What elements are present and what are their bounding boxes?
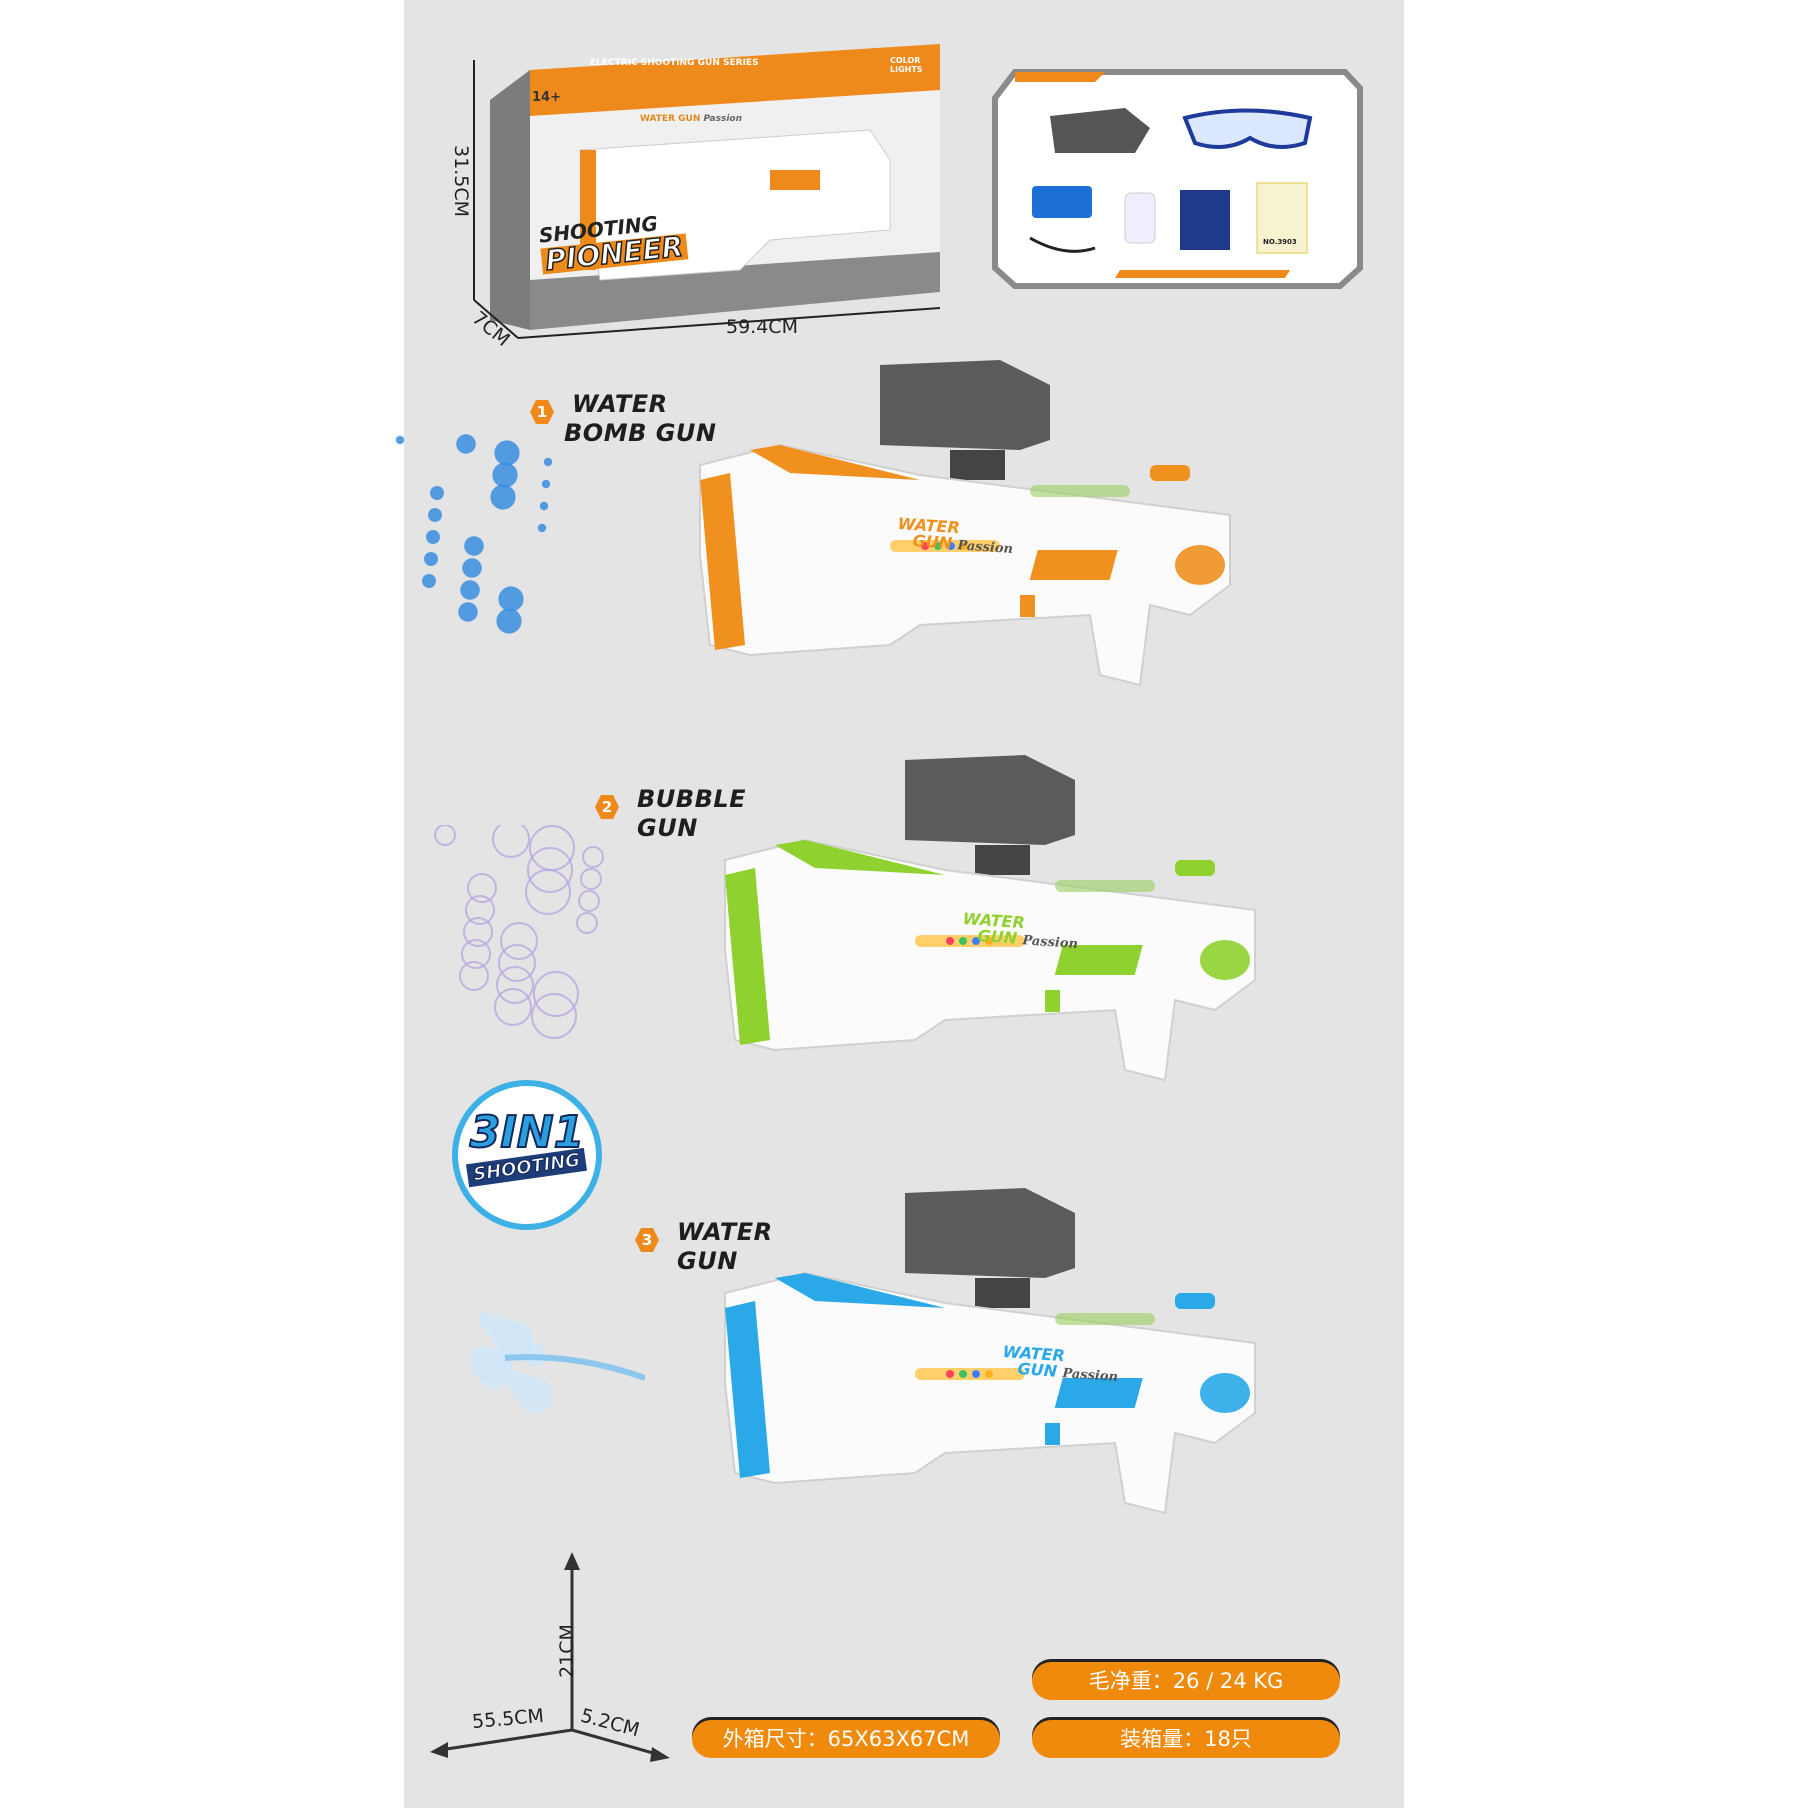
product-number-badge: 2 [595, 795, 619, 819]
three-in-one-badge: 3IN1 SHOOTING [452, 1080, 602, 1230]
carton-size-spec: 外箱尺寸：65X63X67CM [692, 1720, 1000, 1758]
gun-logo-script: Passion [1061, 1366, 1119, 1386]
box-gun-logo-script: Passion [703, 114, 742, 124]
goggles-icon [1182, 108, 1313, 149]
scope-tank [880, 360, 1050, 450]
box-height-dim: 31.5CM [449, 145, 472, 217]
gel-balls-pack-icon [1256, 182, 1308, 254]
gun-logo-line2: GUN [976, 926, 1018, 948]
box-width-dim: 59.4CM [726, 316, 798, 338]
gun-logo-script: Passion [956, 538, 1014, 558]
scope-tank [905, 1188, 1075, 1278]
height-dim: 21CM [555, 1624, 578, 1678]
product-label-line1: BUBBLE [637, 785, 747, 813]
product-label-line2: GUN [677, 1247, 738, 1275]
gun-logo-script: Passion [1021, 933, 1079, 953]
projectile-effect [395, 434, 553, 634]
usb-cable-icon [1029, 236, 1096, 253]
box-age: 14+ [532, 90, 561, 105]
projectile-effect [434, 825, 604, 1039]
product-label-line1: WATER [572, 390, 668, 418]
box-color-lights: COLOR LIGHTS [890, 56, 923, 74]
product-number-badge: 3 [635, 1228, 659, 1252]
product-number-badge: 1 [530, 400, 554, 424]
pack-label: NO.3903 [1263, 238, 1297, 246]
product-label-line1: WATER [677, 1218, 773, 1246]
box-top-banner: ELECTRIC SHOOTING GUN SERIES [590, 58, 759, 68]
gun-logo-line2: GUN [911, 531, 953, 553]
box-dimension-lines [473, 60, 940, 339]
gun-illustration [724, 755, 1256, 1082]
projectile-effect [471, 1312, 645, 1413]
scope-tank [905, 755, 1075, 845]
scope-icon [1050, 108, 1150, 153]
gun-dimension-axes [430, 1552, 670, 1762]
box-gun-logo-text: WATER GUN [640, 114, 701, 124]
water-beads-pack-icon [1180, 190, 1230, 250]
weight-spec: 毛净重：26 / 24 KG [1032, 1662, 1340, 1700]
badge-big-text: 3IN1 [469, 1107, 585, 1158]
product-label-line2: BOMB GUN [564, 419, 717, 447]
quantity-spec: 装箱量：18只 [1032, 1720, 1340, 1758]
product-box: 14+ ELECTRIC SHOOTING GUN SERIES COLOR L… [450, 30, 940, 351]
bottle-icon [1124, 192, 1156, 244]
accessories-panel: NO.3903 [985, 68, 1365, 290]
gun-logo-line2: GUN [1016, 1359, 1058, 1381]
battery-icon [1032, 186, 1092, 218]
box-gun-logo: WATER GUN Passion [640, 114, 742, 124]
gun-illustration [724, 1188, 1256, 1515]
product-label-line2: GUN [637, 814, 698, 842]
accessories-illustration [992, 69, 1363, 289]
gun-illustration [699, 360, 1231, 687]
